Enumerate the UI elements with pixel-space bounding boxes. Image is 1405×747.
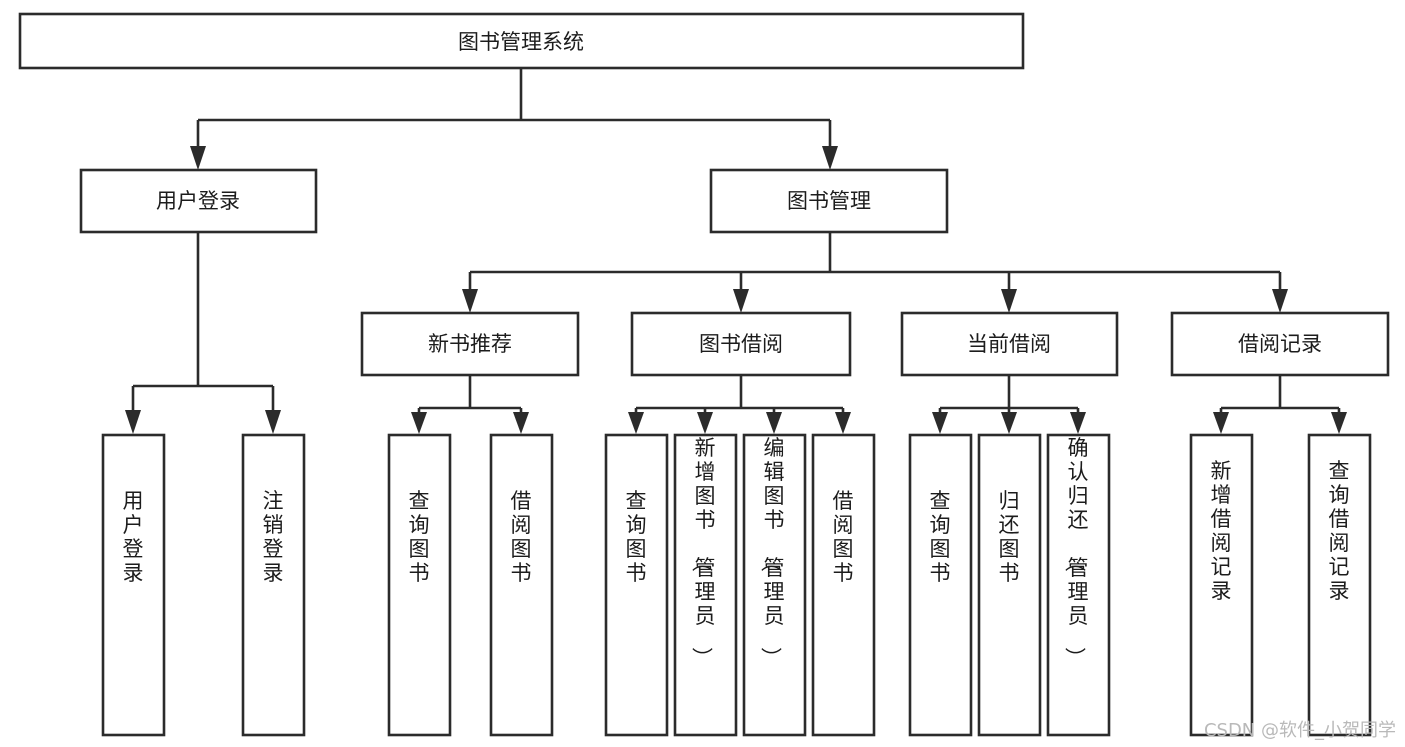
- arrow-root-to-book-mgmt: [822, 146, 838, 170]
- node-user-login-box: [79, 168, 318, 234]
- leaf-current-confirm-return-box: [1046, 433, 1111, 737]
- arrow-book-borrow-child-4: [835, 412, 851, 434]
- leaf-borrow-query-box: [604, 433, 669, 737]
- leaf-node[interactable]: 编辑图书（管理员）: [742, 433, 807, 737]
- leaf-user-login-box: [101, 433, 166, 737]
- node-new-book-recommend[interactable]: 新书推荐: [360, 311, 580, 377]
- leaf-node[interactable]: 借阅图书: [489, 433, 554, 737]
- leaf-new-book-borrow-box: [489, 433, 554, 737]
- node-borrow-record-label: 借阅记录: [1238, 332, 1322, 356]
- node-book-management-label: 图书管理: [787, 189, 871, 213]
- leaf-borrow-query-label: 查询图书: [626, 489, 647, 585]
- arrow-root-to-user-login: [190, 146, 206, 170]
- node-current-borrow-label: 当前借阅: [967, 332, 1051, 356]
- node-borrow-record[interactable]: 借阅记录: [1170, 311, 1390, 377]
- node-current-borrow-box: [900, 311, 1119, 377]
- arrow-book-borrow-child-2: [697, 412, 713, 434]
- leaf-node[interactable]: 借阅图书: [811, 433, 876, 737]
- arrow-borrow-record-child-2: [1331, 412, 1347, 434]
- leaf-node[interactable]: 查询借阅记录: [1307, 433, 1372, 737]
- leaf-borrow-edit-book-label: 编辑图书（管理员）: [759, 436, 785, 668]
- leaf-borrow-add-book-box: [673, 433, 738, 737]
- leaf-borrow-book-box: [811, 433, 876, 737]
- node-book-management[interactable]: 图书管理: [709, 168, 949, 234]
- connector-group-current-borrow: [932, 375, 1086, 434]
- arrow-book-borrow-child-1: [628, 412, 644, 434]
- leaf-borrow-add-book-label: 新增图书（管理员）: [690, 436, 716, 668]
- connector-group-root: [190, 68, 838, 170]
- leaf-user-login-label: 用户登录: [123, 489, 144, 585]
- arrow-new-book-child-1: [411, 412, 427, 434]
- leaf-borrow-edit-book-box: [742, 433, 807, 737]
- arrow-user-login-child-1: [125, 410, 141, 434]
- arrow-book-mgmt-child-4: [1272, 289, 1288, 313]
- leaf-node[interactable]: 查询图书: [908, 433, 973, 737]
- arrow-current-borrow-child-3: [1070, 412, 1086, 434]
- leaf-node[interactable]: 归还图书: [977, 433, 1042, 737]
- arrow-current-borrow-child-1: [932, 412, 948, 434]
- arrow-user-login-child-2: [265, 410, 281, 434]
- leaf-node[interactable]: 用户登录: [101, 433, 166, 737]
- leaf-logout-box: [241, 433, 306, 737]
- leaf-new-book-borrow-label: 借阅图书: [511, 489, 532, 585]
- leaf-node[interactable]: 注销登录: [241, 433, 306, 737]
- arrow-book-borrow-child-3: [766, 412, 782, 434]
- leaf-current-confirm-return-label: 确认归还（管理员）: [1063, 436, 1089, 668]
- leaf-node[interactable]: 查询图书: [604, 433, 669, 737]
- connector-group-user-login: [125, 232, 281, 434]
- node-new-book-recommend-label: 新书推荐: [428, 332, 512, 356]
- node-root-system-box: [18, 12, 1025, 70]
- node-current-borrow[interactable]: 当前借阅: [900, 311, 1119, 377]
- arrow-book-mgmt-child-3: [1001, 289, 1017, 313]
- watermark-label: CSDN @软件_小贺同学: [1204, 720, 1396, 741]
- arrow-current-borrow-child-2: [1001, 412, 1017, 434]
- leaf-borrow-book-label: 借阅图书: [833, 489, 854, 585]
- leaf-current-return-box: [977, 433, 1042, 737]
- leaf-new-book-query-label: 查询图书: [409, 489, 430, 585]
- node-root-system[interactable]: 图书管理系统: [18, 12, 1025, 70]
- node-book-borrow-label: 图书借阅: [699, 332, 783, 356]
- arrow-book-mgmt-child-2: [733, 289, 749, 313]
- leaf-node[interactable]: 新增图书（管理员）: [673, 433, 738, 737]
- leaf-current-query-box: [908, 433, 973, 737]
- node-borrow-record-box: [1170, 311, 1390, 377]
- connector-group-new-book: [411, 375, 529, 434]
- arrow-borrow-record-child-1: [1213, 412, 1229, 434]
- leaf-node[interactable]: 查询图书: [387, 433, 452, 737]
- leaf-record-add-label: 新增借阅记录: [1211, 459, 1232, 603]
- leaf-logout-label: 注销登录: [263, 489, 284, 585]
- node-book-management-box: [709, 168, 949, 234]
- node-book-borrow-box: [630, 311, 852, 377]
- leaf-current-query-label: 查询图书: [930, 489, 951, 585]
- leaf-current-return-label: 归还图书: [999, 489, 1020, 585]
- connector-group-book-mgmt: [462, 232, 1288, 313]
- node-book-borrow[interactable]: 图书借阅: [630, 311, 852, 377]
- leaf-record-add-box: [1189, 433, 1254, 737]
- leaf-node[interactable]: 新增借阅记录: [1189, 433, 1254, 737]
- connector-group-borrow-record: [1213, 375, 1347, 434]
- leaf-record-query-box: [1307, 433, 1372, 737]
- node-user-login-label: 用户登录: [156, 189, 240, 213]
- node-new-book-recommend-box: [360, 311, 580, 377]
- connector-group-book-borrow: [628, 375, 851, 434]
- leaf-record-query-label: 查询借阅记录: [1329, 459, 1350, 603]
- node-root-system-label: 图书管理系统: [458, 30, 584, 54]
- arrow-new-book-child-2: [513, 412, 529, 434]
- node-user-login[interactable]: 用户登录: [79, 168, 318, 234]
- leaf-new-book-query-box: [387, 433, 452, 737]
- leaf-node[interactable]: 确认归还（管理员）: [1046, 433, 1111, 737]
- arrow-book-mgmt-child-1: [462, 289, 478, 313]
